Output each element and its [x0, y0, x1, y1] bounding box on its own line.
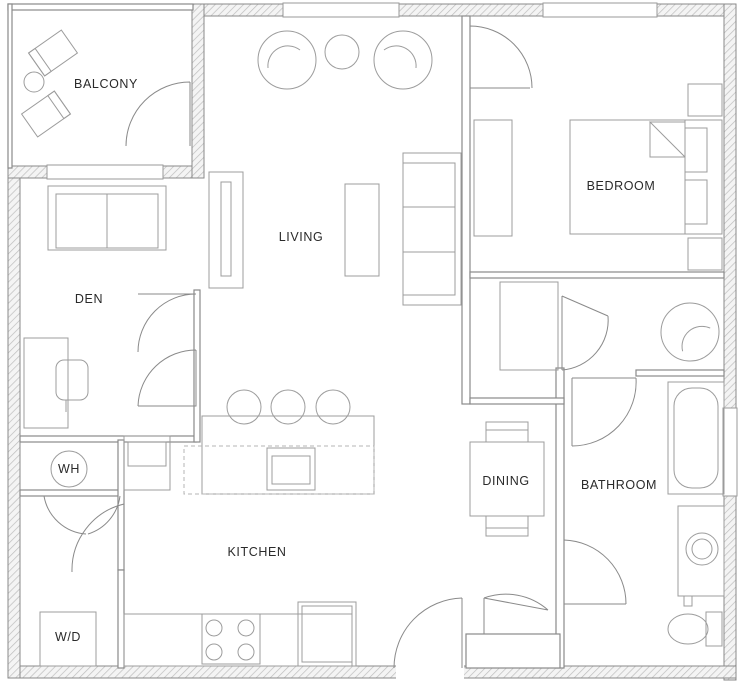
room-label-dining: DINING	[482, 474, 529, 488]
kitchen-door-icon	[71, 503, 125, 573]
sink-icon	[266, 447, 316, 491]
coffee-table-icon	[344, 183, 380, 277]
entry-door-icon	[393, 597, 463, 669]
den-window	[46, 164, 164, 180]
water-heater-icon	[50, 450, 88, 488]
room-label-kitchen: KITCHEN	[227, 545, 286, 559]
stool-icon	[226, 389, 262, 425]
interior-walls	[19, 15, 725, 669]
den-furniture	[23, 185, 197, 429]
armchair-icon	[660, 302, 720, 362]
pillow-icon	[684, 179, 708, 225]
lounge-chair-icon	[27, 29, 79, 77]
dishwasher-icon	[123, 435, 171, 491]
room-label-bedroom: BEDROOM	[587, 179, 656, 193]
bed-icon	[569, 119, 723, 235]
entry-doors	[393, 377, 637, 669]
armchair-icon	[373, 30, 433, 90]
room-label-balcony: BALCONY	[74, 77, 138, 91]
nightstand-icon	[687, 237, 723, 271]
closet-icon	[499, 281, 559, 371]
lounge-chair-icon	[20, 90, 72, 138]
laundry-fixtures	[39, 450, 121, 667]
bathroom-door-icon	[563, 539, 627, 605]
desk-chair-icon	[55, 359, 89, 412]
laundry-door-icon	[87, 495, 121, 535]
room-label-washer-dryer: W/D	[55, 630, 81, 644]
bedroom-window	[542, 2, 658, 18]
room-label-bathroom: BATHROOM	[581, 478, 657, 492]
bedroom-door-icon	[561, 295, 609, 371]
media-console-icon	[208, 171, 244, 289]
bedroom-furniture	[469, 25, 723, 371]
closet-door-icon	[469, 25, 533, 89]
dresser-icon	[473, 119, 513, 237]
island-icon	[201, 415, 375, 495]
counter-icon	[123, 613, 353, 667]
den-door-icon	[137, 293, 197, 353]
kitchen-fixtures	[71, 389, 375, 667]
refrigerator-icon	[297, 601, 357, 667]
side-table-icon	[23, 71, 45, 93]
bathroom-fixtures	[667, 381, 725, 647]
room-label-living: LIVING	[279, 230, 324, 244]
exterior-walls	[7, 2, 738, 682]
balcony-door-icon	[125, 81, 191, 147]
pillow-icon	[684, 127, 708, 173]
laundry-door-icon	[43, 495, 90, 535]
entry-opening	[396, 664, 464, 682]
washer-dryer-icon	[39, 611, 97, 667]
living-window	[282, 2, 400, 18]
bath-closet-door-icon	[571, 377, 637, 447]
side-table-icon	[324, 34, 360, 70]
bath-window	[722, 407, 738, 497]
room-label-water-heater: WH	[58, 462, 80, 476]
dining-chair-icon	[485, 515, 529, 537]
sofa-icon	[402, 152, 462, 306]
stool-icon	[315, 389, 351, 425]
toilet-icon	[667, 611, 723, 647]
dining-furniture	[469, 421, 545, 537]
balcony-furniture	[20, 29, 79, 138]
bathtub-icon	[667, 381, 725, 495]
dining-chair-icon	[485, 421, 529, 443]
room-labels: BALCONY LIVING BEDROOM DEN DINING BATHRO…	[55, 77, 657, 644]
desk-icon	[23, 337, 69, 429]
sofa-icon	[47, 185, 167, 251]
armchair-icon	[257, 30, 317, 90]
den-door-icon	[137, 349, 197, 407]
stool-icon	[270, 389, 306, 425]
nightstand-icon	[687, 83, 723, 117]
vanity-icon	[677, 505, 725, 607]
living-furniture	[208, 30, 462, 306]
closet-door-icon	[483, 593, 549, 634]
room-label-den: DEN	[75, 292, 103, 306]
